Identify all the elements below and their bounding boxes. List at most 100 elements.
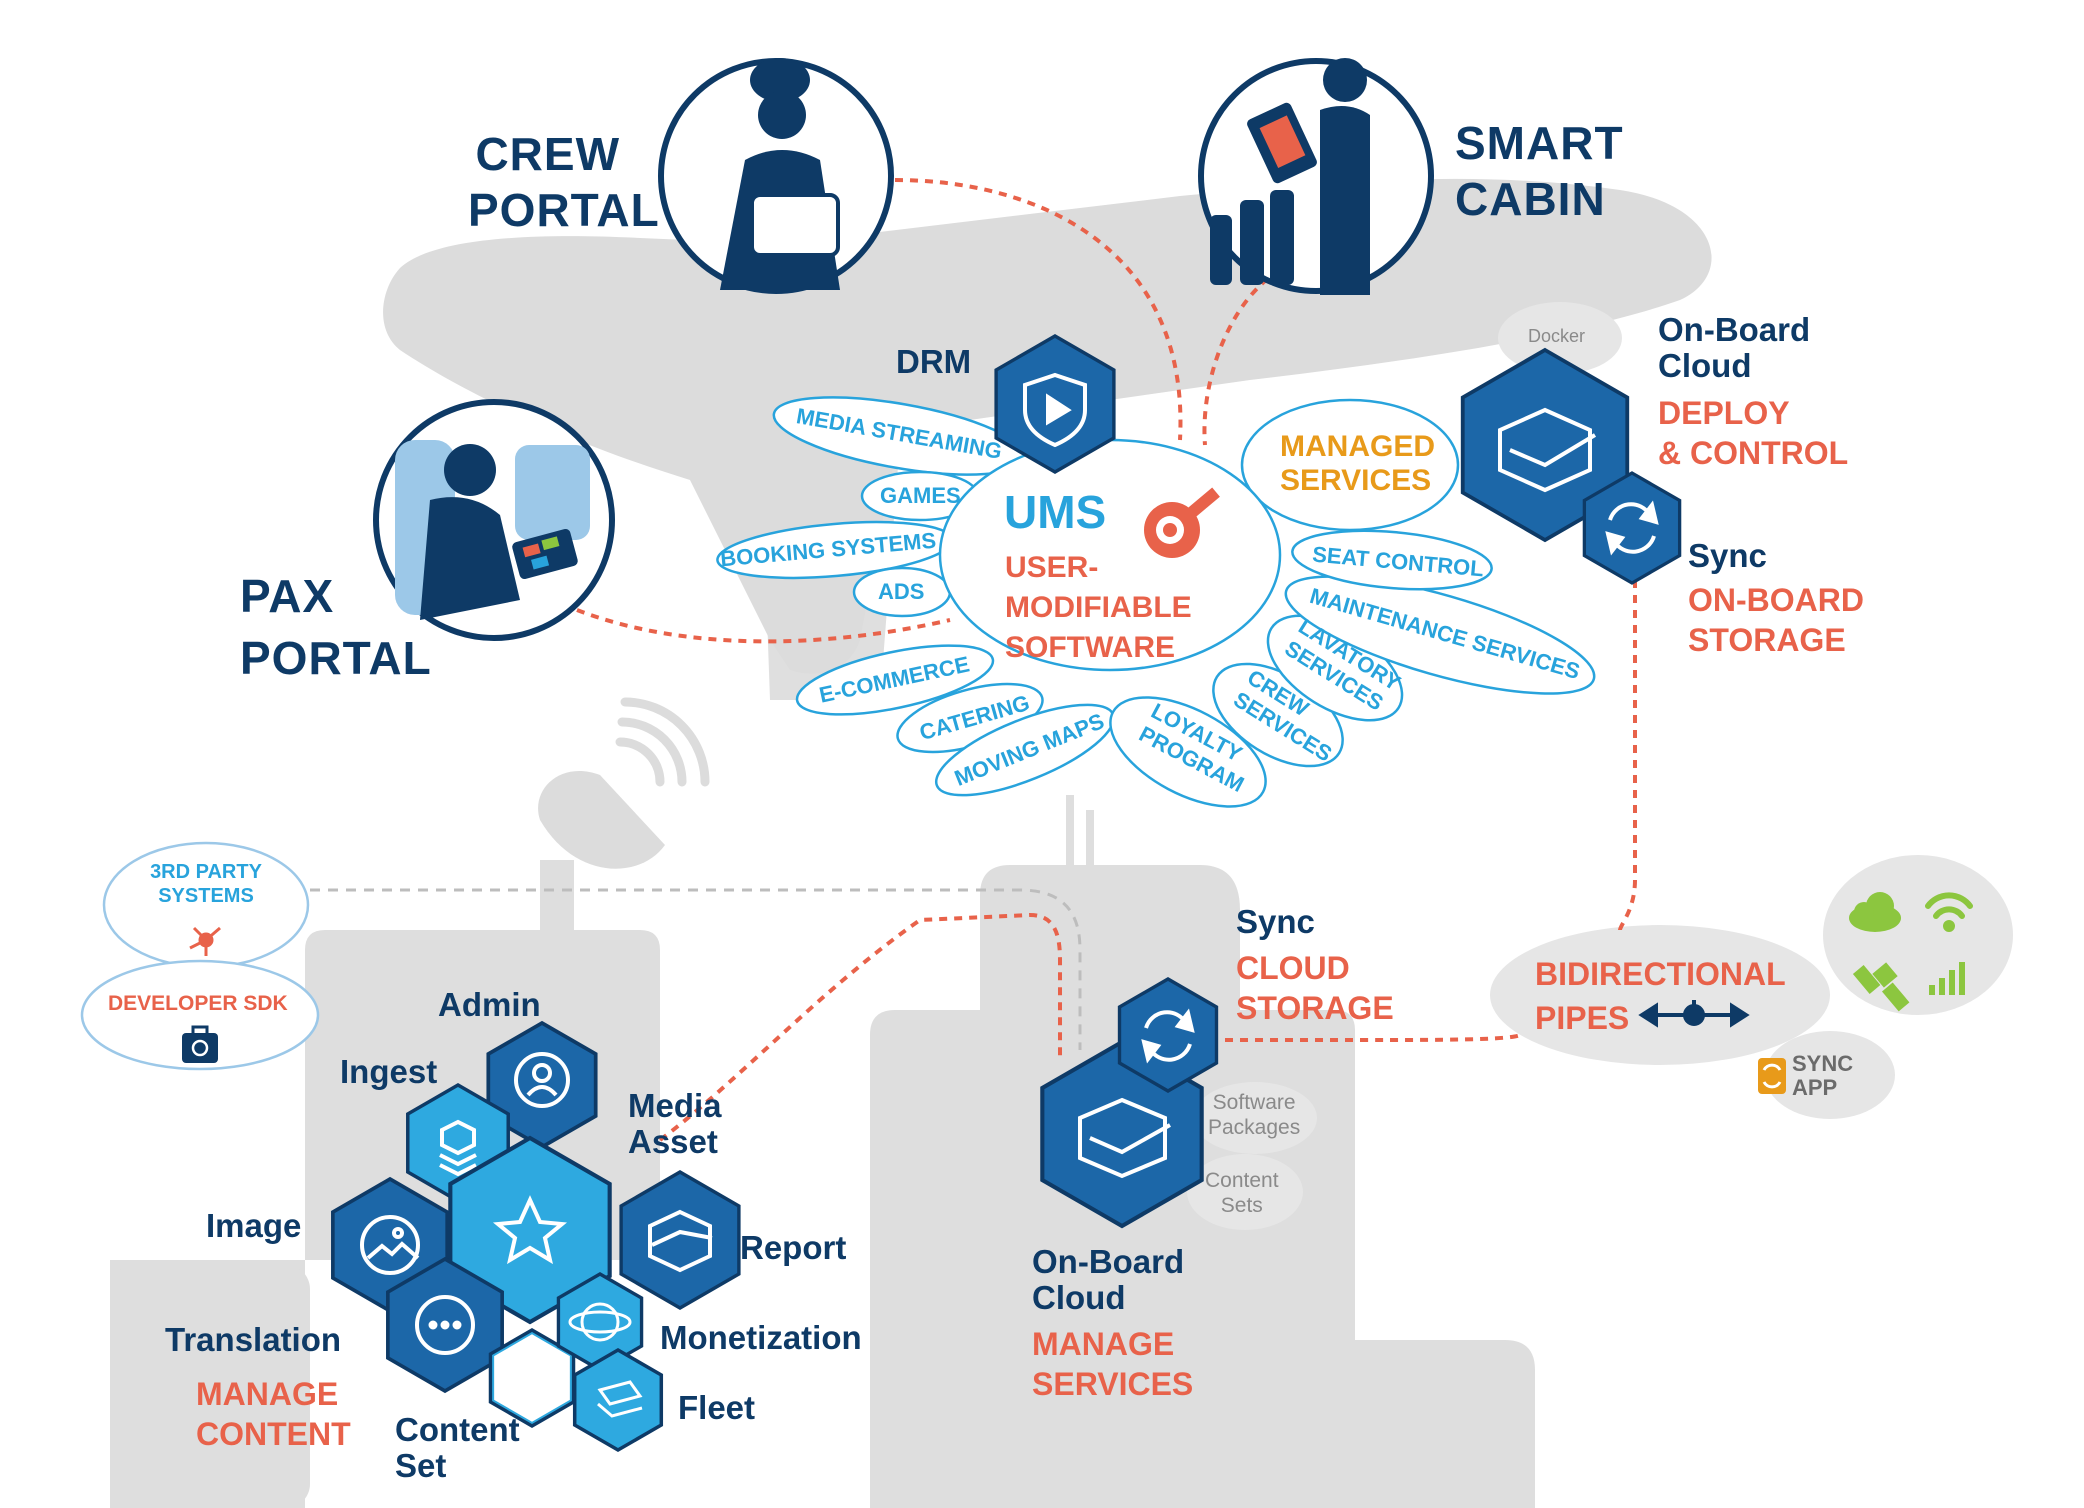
ums-subtitle: USER- MODIFIABLE SOFTWARE <box>1005 548 1192 668</box>
third-party-line-1: 3RD PARTY <box>150 861 262 883</box>
ingest-label: Ingest <box>340 1053 438 1090</box>
smart-cabin-line-2: CABIN <box>1455 173 1606 225</box>
signal-icon <box>1929 962 1965 995</box>
content-sets-line-1: Content <box>1205 1169 1279 1192</box>
onboard-top-hex <box>1463 350 1628 540</box>
developer-sdk-label: DEVELOPER SDK <box>108 992 288 1015</box>
pipes-line-1: BIDIRECTIONAL <box>1535 956 1786 992</box>
connector-lines <box>576 178 1637 1142</box>
onboard-bottom-sync-action: CLOUD STORAGE <box>1236 948 1394 1028</box>
managed-services-label: MANAGED SERVICES <box>1280 430 1435 498</box>
manage-content-label: MANAGE CONTENT <box>196 1374 351 1454</box>
manage-services-line-1: MANAGE <box>1032 1326 1175 1362</box>
passenger-figure-icon <box>395 440 578 620</box>
ums-tool-icon <box>1144 487 1220 558</box>
play-shield-icon <box>1023 372 1087 448</box>
onboard-bottom-sync-hex <box>1120 979 1217 1091</box>
pill-ads: ADS <box>878 579 925 604</box>
software-packages-label: Software Packages <box>1208 1090 1300 1140</box>
onboard-top-action: DEPLOY & CONTROL <box>1658 393 1848 473</box>
ums-title: UMS <box>1004 486 1107 538</box>
managed-services-line-1: MANAGED <box>1280 430 1435 463</box>
onboard-top-action-line-2: & CONTROL <box>1658 435 1849 471</box>
third-party-blob <box>102 841 310 969</box>
pax-portal-line-2: PORTAL <box>240 632 432 684</box>
pax-portal-line-1: PAX <box>240 570 335 622</box>
translation-label: Translation <box>165 1321 342 1358</box>
software-packages-line-2: Packages <box>1208 1116 1301 1139</box>
manage-content-line-2: CONTENT <box>196 1416 351 1452</box>
third-party-label: 3RD PARTY SYSTEMS <box>146 860 266 908</box>
pipe-arrow-icon <box>1638 1000 1750 1028</box>
chart-box-icon <box>648 1209 713 1273</box>
layers-icon <box>439 1119 477 1177</box>
managed-services-line-2: SERVICES <box>1280 464 1432 497</box>
satellite-icon <box>1852 962 1910 1012</box>
crew-portal-line-2: PORTAL <box>468 184 660 236</box>
image-icon <box>360 1215 420 1275</box>
onboard-top-title: On-Board Cloud <box>1658 312 1810 384</box>
ground-hex-cluster <box>333 1023 739 1450</box>
report-label: Report <box>740 1229 847 1266</box>
satellite-dish-icon <box>538 697 710 869</box>
cloud-storage-line-2: STORAGE <box>1236 990 1394 1026</box>
admin-label: Admin <box>438 986 541 1023</box>
pax-portal-circle <box>373 399 615 641</box>
onboard-bottom-hex <box>1042 1042 1201 1226</box>
box-check-icon <box>1498 407 1597 493</box>
chat-icon <box>415 1295 475 1355</box>
ums-subtitle-line-2: MODIFIABLE <box>1005 591 1192 624</box>
sync-app-line-2: APP <box>1792 1075 1838 1100</box>
onboard-top-title-line-2: Cloud <box>1658 347 1752 384</box>
software-packages-line-1: Software <box>1212 1091 1296 1114</box>
pill-games: GAMES <box>880 483 961 508</box>
third-party-line-2: SYSTEMS <box>158 885 254 907</box>
ums-pills <box>716 396 1596 808</box>
onboard-storage-line-1: ON-BOARD <box>1688 582 1864 618</box>
box-stack-icon <box>597 1380 643 1418</box>
sync-app-line-1: SYNC <box>1792 1051 1854 1076</box>
content-sets-label: Content Sets <box>1205 1168 1279 1218</box>
star-icon <box>492 1195 568 1265</box>
manage-services-line-2: SERVICES <box>1032 1366 1194 1402</box>
docker-blob <box>1498 302 1622 374</box>
pax-portal-label: PAX PORTAL <box>240 565 432 689</box>
crew-figure-icon <box>720 58 840 290</box>
manage-services-label: MANAGE SERVICES <box>1032 1324 1193 1404</box>
ums-subtitle-line-1: USER- <box>1005 551 1099 584</box>
fleet-label: Fleet <box>678 1389 756 1426</box>
drm-label: DRM <box>896 343 972 380</box>
smart-cabin-line-1: SMART <box>1455 117 1624 169</box>
onboard-storage-line-2: STORAGE <box>1688 622 1846 658</box>
crew-portal-line-1: CREW <box>475 128 620 180</box>
ums-subtitle-line-3: SOFTWARE <box>1005 631 1175 664</box>
software-packages-blob <box>1187 1082 1317 1230</box>
content-set-label: Content Set <box>395 1412 520 1484</box>
sync-icon <box>1141 1008 1195 1064</box>
pipes-line-2: PIPES <box>1535 1000 1630 1036</box>
cloud-storage-line-1: CLOUD <box>1236 950 1350 986</box>
bidirectional-pipes-label: BIDIRECTIONAL PIPES <box>1535 952 1786 1040</box>
coin-icon <box>568 1302 632 1342</box>
developer-sdk-blob <box>80 959 320 1071</box>
network-icon <box>189 926 221 956</box>
manage-content-line-1: MANAGE <box>196 1376 339 1412</box>
grey-connector <box>310 888 1082 1050</box>
onboard-bottom-title-line-2: Cloud <box>1032 1279 1126 1316</box>
hex-mini-icon <box>518 1362 546 1394</box>
toolbox-icon <box>182 1025 218 1063</box>
onboard-bottom-title: On-Board Cloud <box>1032 1244 1184 1316</box>
sync-app-label: SYNC APP <box>1792 1052 1853 1100</box>
onboard-bottom-title-line-1: On-Board <box>1032 1243 1185 1280</box>
pipes-blob <box>1490 855 2013 1119</box>
cloud-icon <box>1849 892 1901 932</box>
smart-cabin-label: SMART CABIN <box>1455 115 1624 227</box>
onboard-top-sync-hex <box>1584 473 1679 583</box>
wifi-icon <box>1925 892 1973 932</box>
sync-icon <box>1605 500 1659 556</box>
sync-app-icon <box>1758 1058 1786 1094</box>
onboard-top-sync-label: Sync <box>1688 537 1767 574</box>
onboard-top-sync-action: ON-BOARD STORAGE <box>1688 580 1864 660</box>
docker-label: Docker <box>1528 326 1586 346</box>
box-check-icon <box>1078 1097 1171 1179</box>
